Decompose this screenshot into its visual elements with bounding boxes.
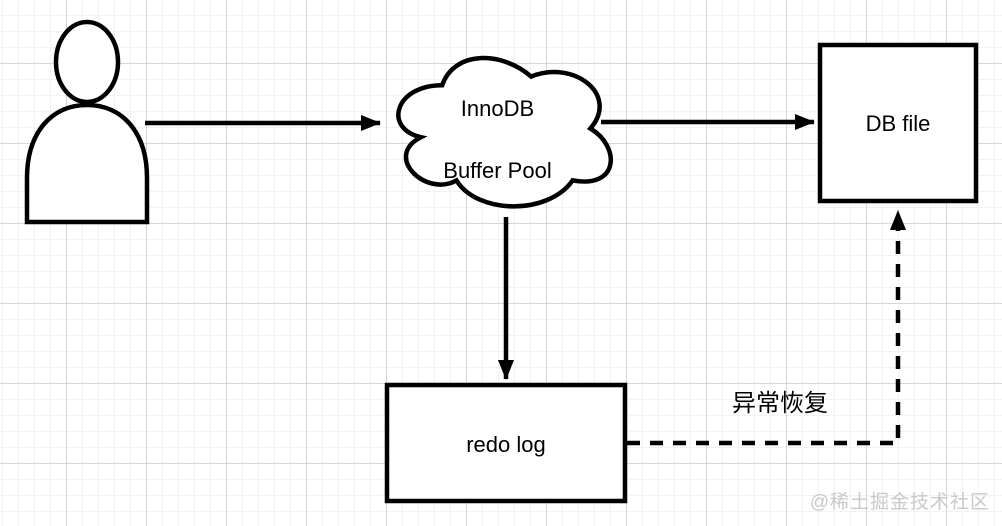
buffer-pool-cloud <box>396 55 613 209</box>
watermark: @稀土掘金技术社区 <box>809 492 990 513</box>
redo-log-label: redo log <box>466 432 546 457</box>
buffer-pool-label: InnoDB Buffer Pool <box>390 93 605 186</box>
redo-log-box <box>384 382 628 504</box>
db-file-box <box>817 42 979 204</box>
person-icon <box>24 19 150 225</box>
redolog-to-dbfile-dashed-arrow <box>627 210 906 446</box>
recovery-edge-label: 异常恢复 <box>732 390 828 417</box>
buffer-pool-label-line2: Buffer Pool <box>443 158 552 183</box>
db-file-label: DB file <box>865 111 931 136</box>
buffer-pool-label-line1: InnoDB <box>460 96 535 121</box>
